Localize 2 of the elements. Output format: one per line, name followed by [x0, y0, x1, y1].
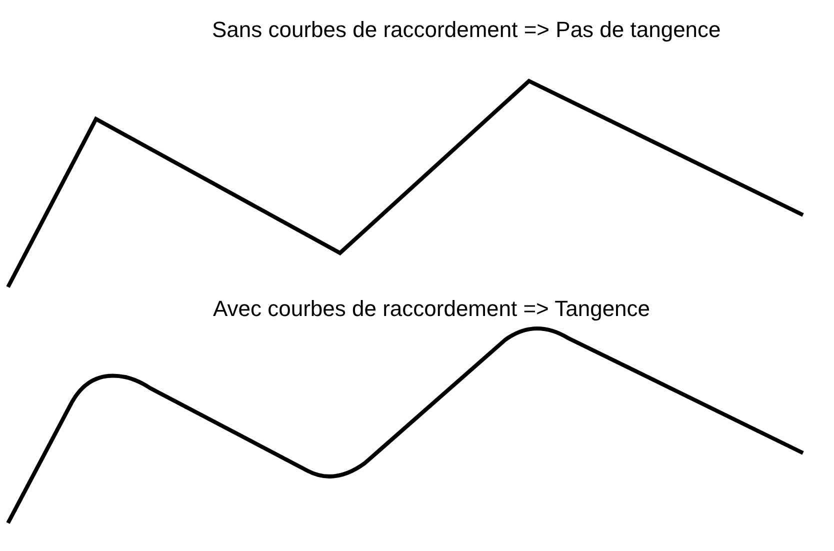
heading-text: Sans courbes de raccordement => Pas de tangence — [212, 17, 721, 43]
heading-text: Avec courbes de raccordement => Tangence — [213, 296, 650, 322]
